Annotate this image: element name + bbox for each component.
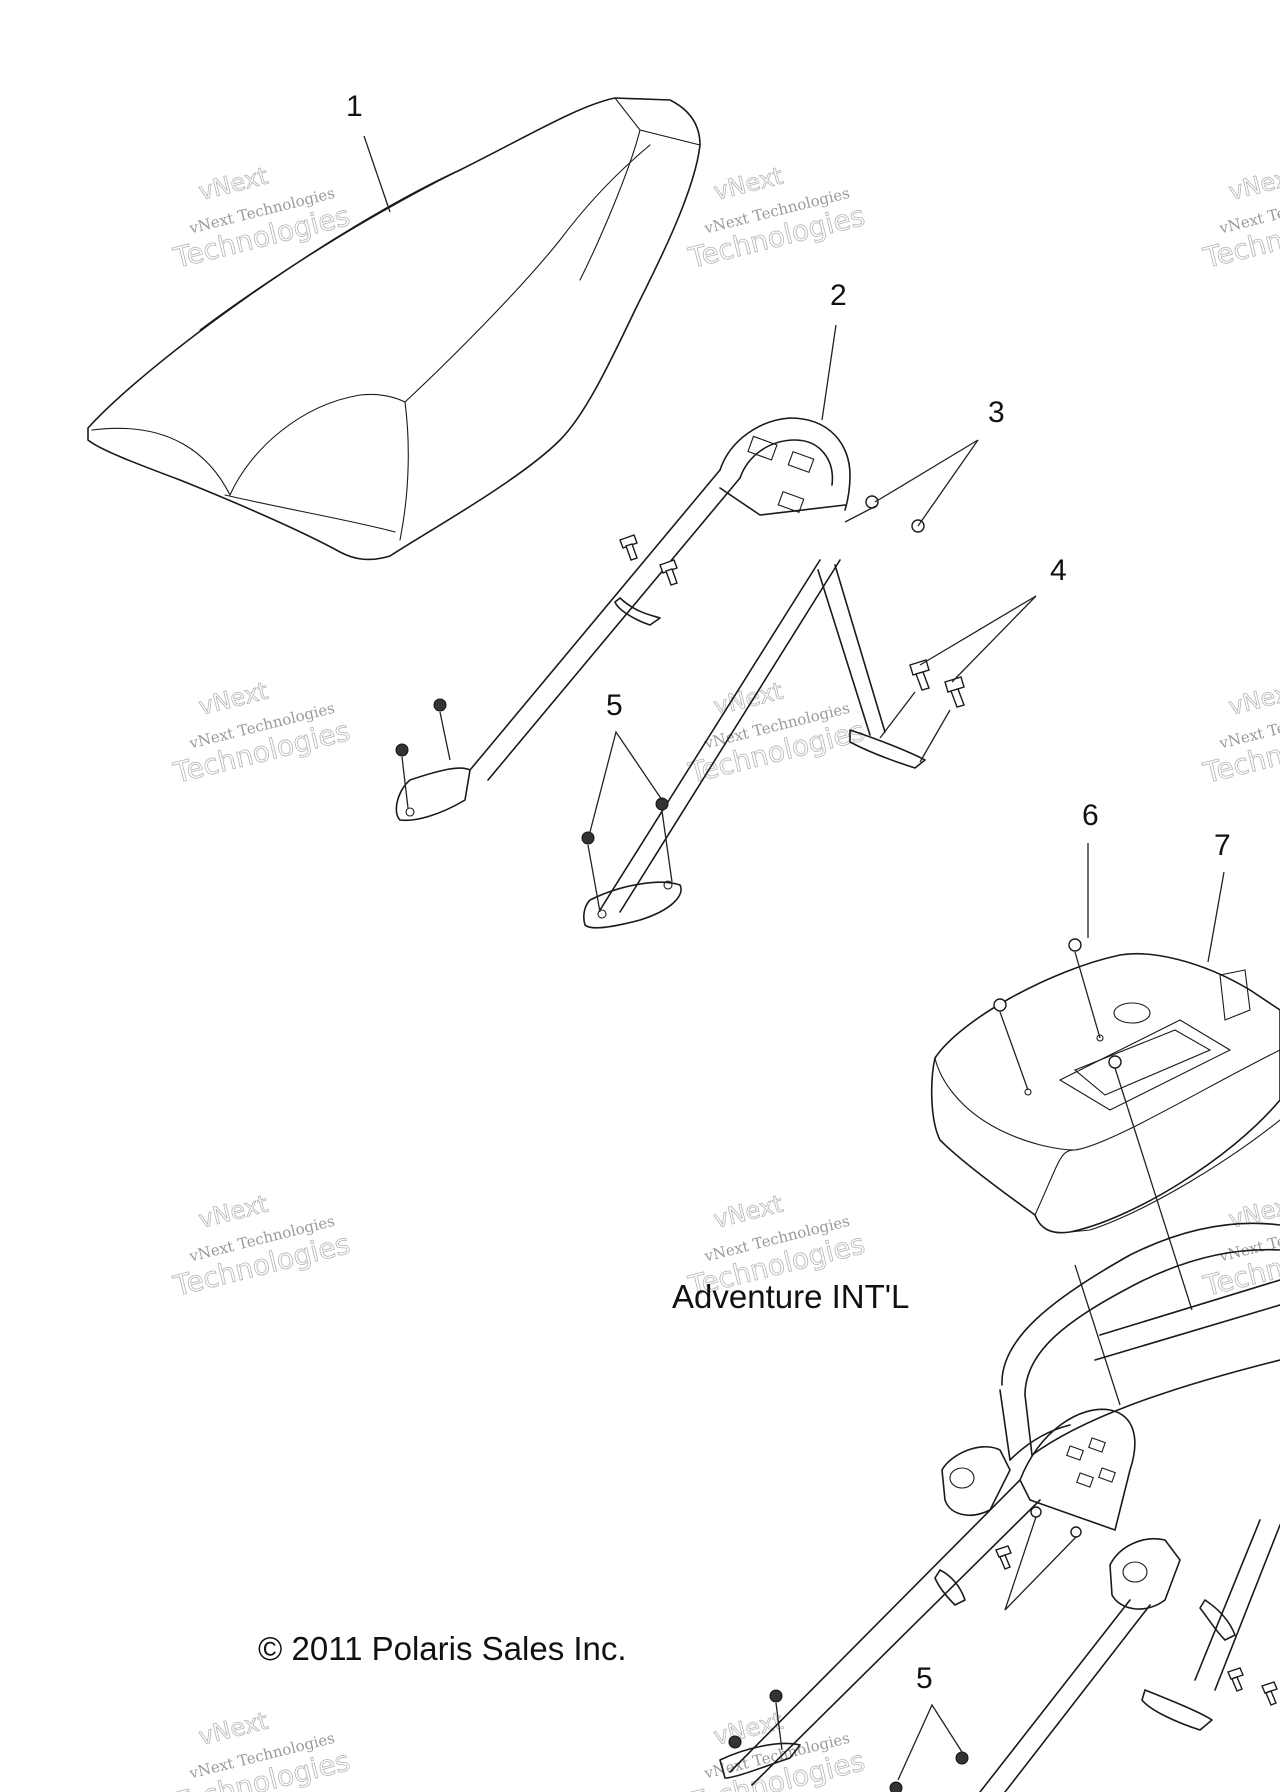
callout-3: 3: [988, 396, 1005, 429]
rack-bolt: [619, 534, 638, 561]
callout-5-leader-b: [587, 844, 601, 913]
hardware-leader: [1004, 1516, 1077, 1611]
seat: [87, 97, 701, 561]
nut: [395, 743, 409, 757]
nut: [433, 698, 447, 712]
svg-text:vNext: vNext: [196, 1707, 271, 1751]
callout-7-leader: [1207, 871, 1225, 963]
callout-1-leader: [363, 135, 391, 213]
callout-2-leader: [821, 324, 837, 421]
callout-5-lower: 5: [916, 1662, 933, 1695]
callout-5-leader-c: [661, 810, 673, 883]
svg-text:vNext: vNext: [1226, 162, 1280, 206]
svg-text:vNext: vNext: [196, 677, 271, 721]
nut-leader: [439, 711, 451, 761]
callout-3-leader: [874, 439, 979, 527]
bolt-4a: [909, 659, 930, 691]
watermark: vNext vNext Technologies Technologies: [1199, 1189, 1280, 1303]
callout-6-leader-b: [1074, 951, 1101, 1039]
nut-5b: [581, 831, 595, 845]
tray-to-frame-leader: [1114, 1067, 1193, 1311]
callout-4-leader: [919, 595, 1037, 683]
watermark: vNext vNext Technologies Technologies: [1199, 676, 1280, 790]
callout-5: 5: [606, 689, 623, 722]
callout-4-leader-b: [879, 691, 916, 739]
callout-6-leader-c: [999, 1011, 1029, 1091]
watermark: vNext vNext Technologies Technologies: [169, 1706, 353, 1792]
svg-text:vNext: vNext: [1226, 677, 1280, 721]
callout-2: 2: [830, 279, 847, 312]
watermark: vNext vNext Technologies Technologies: [684, 1706, 868, 1792]
nut-5d: [889, 1781, 903, 1792]
svg-text:vNext: vNext: [711, 162, 786, 206]
storage-tray: [930, 952, 1280, 1234]
nut-5c: [955, 1751, 969, 1765]
copyright-notice: © 2011 Polaris Sales Inc.: [258, 1630, 627, 1667]
variant-label: Adventure INT'L: [672, 1278, 909, 1315]
svg-text:vNext: vNext: [1226, 1190, 1280, 1234]
callout-5-lower-leader: [897, 1703, 963, 1781]
callout-6: 6: [1082, 799, 1099, 832]
svg-text:vNext: vNext: [711, 1190, 786, 1234]
watermark: vNext vNext Technologies Technologies: [169, 161, 353, 275]
tray-to-frame-leader: [1074, 1264, 1121, 1406]
svg-text:vNext: vNext: [196, 1190, 271, 1234]
callout-7: 7: [1214, 829, 1231, 862]
bolt-4b: [944, 676, 965, 708]
nut-5a: [655, 797, 669, 811]
screw-6: [1108, 1055, 1122, 1069]
nut-leader: [401, 756, 409, 809]
callout-3-leader-b: [844, 505, 877, 523]
callout-4-leader-c: [919, 709, 951, 763]
watermark: vNext vNext Technologies Technologies: [684, 161, 868, 275]
watermark: vNext vNext Technologies Technologies: [169, 1189, 353, 1303]
nut-leader: [775, 1702, 783, 1751]
watermark: vNext vNext Technologies Technologies: [1199, 161, 1280, 275]
callout-4: 4: [1050, 554, 1067, 587]
callout-5-leader: [589, 730, 663, 833]
screw-6: [1068, 938, 1082, 952]
watermark: vNext vNext Technologies Technologies: [684, 676, 868, 790]
rear-rack: [395, 417, 926, 929]
watermark: vNext vNext Technologies Technologies: [169, 676, 353, 790]
lower-frame: [719, 1222, 1280, 1792]
svg-text:vNext: vNext: [196, 162, 271, 206]
rack-bolt: [659, 559, 678, 586]
screw-6: [993, 998, 1007, 1012]
callout-1: 1: [346, 90, 363, 123]
